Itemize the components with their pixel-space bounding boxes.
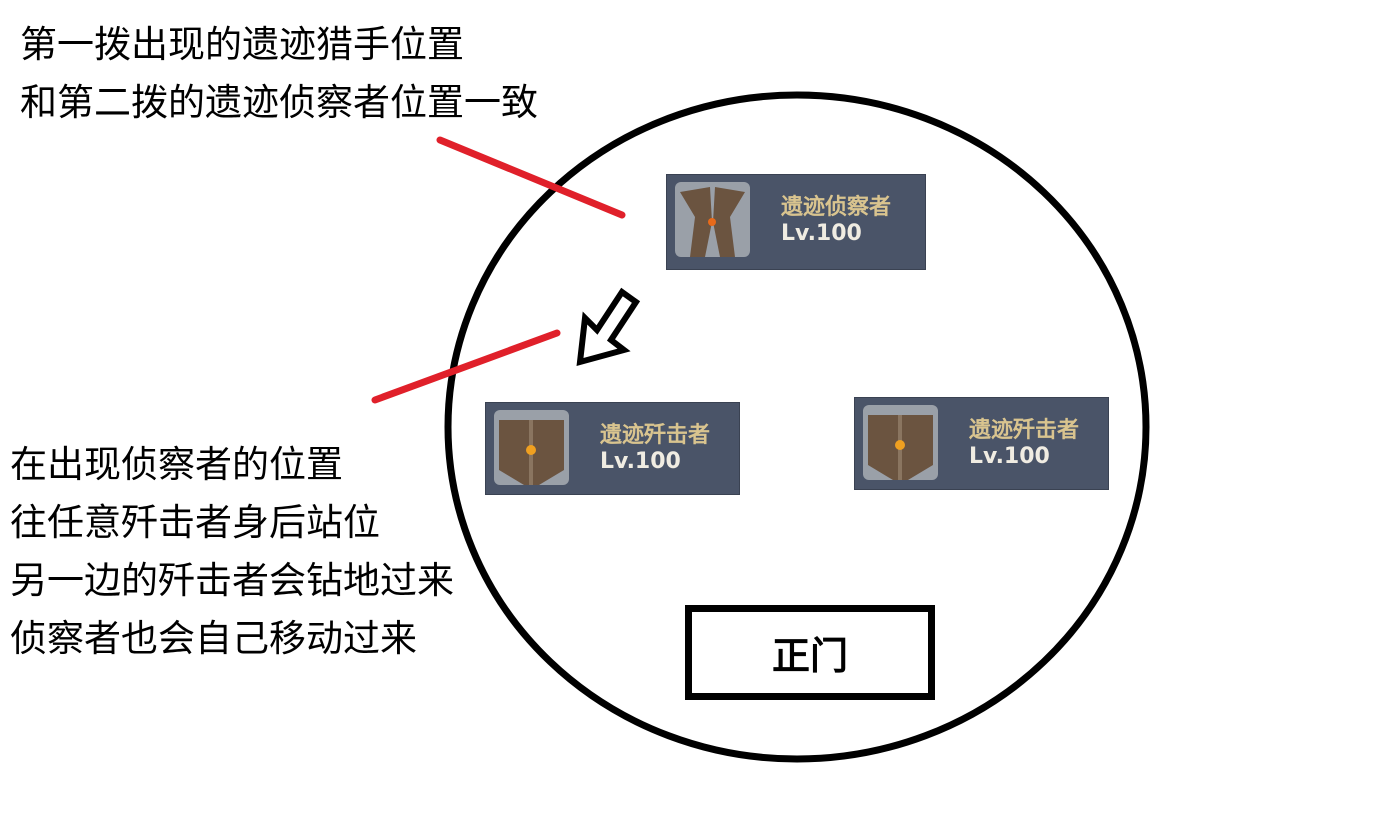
pointer-line-top xyxy=(436,136,626,219)
note-line: 另一边的歼击者会钻地过来 xyxy=(10,559,454,602)
pointer-line-bottom xyxy=(371,329,561,404)
note-line: 在出现侦察者的位置 xyxy=(10,443,343,486)
ruin-destroyer-portrait-icon xyxy=(863,405,938,480)
enemy-name: 遗迹侦察者 xyxy=(781,195,892,220)
ruin-scout-portrait-icon xyxy=(675,182,750,257)
enemy-level: Lv.100 xyxy=(600,449,681,474)
enemy-name: 遗迹歼击者 xyxy=(600,423,711,448)
enemy-level: Lv.100 xyxy=(969,444,1050,469)
move-arrow-icon xyxy=(576,287,641,367)
note-line: 往任意歼击者身后站位 xyxy=(10,501,380,544)
note-line: 第一拨出现的遗迹猎手位置 xyxy=(20,23,464,66)
note-line: 和第二拨的遗迹侦察者位置一致 xyxy=(20,81,538,124)
enemy-card-destroyer-left: 遗迹歼击者 Lv.100 xyxy=(485,402,740,495)
enemy-card-destroyer-right: 遗迹歼击者 Lv.100 xyxy=(854,397,1109,490)
top-note: 第一拨出现的遗迹猎手位置 和第二拨的遗迹侦察者位置一致 xyxy=(20,16,538,132)
enemy-level: Lv.100 xyxy=(781,221,862,246)
enemy-name: 遗迹歼击者 xyxy=(969,418,1080,443)
bottom-note: 在出现侦察者的位置 往任意歼击者身后站位 另一边的歼击者会钻地过来 侦察者也会自… xyxy=(10,436,454,668)
main-gate-label: 正门 xyxy=(685,605,935,700)
enemy-card-scout: 遗迹侦察者 Lv.100 xyxy=(666,174,926,270)
arena-circle xyxy=(444,91,1150,763)
ruin-destroyer-portrait-icon xyxy=(494,410,569,485)
note-line: 侦察者也会自己移动过来 xyxy=(10,617,417,660)
